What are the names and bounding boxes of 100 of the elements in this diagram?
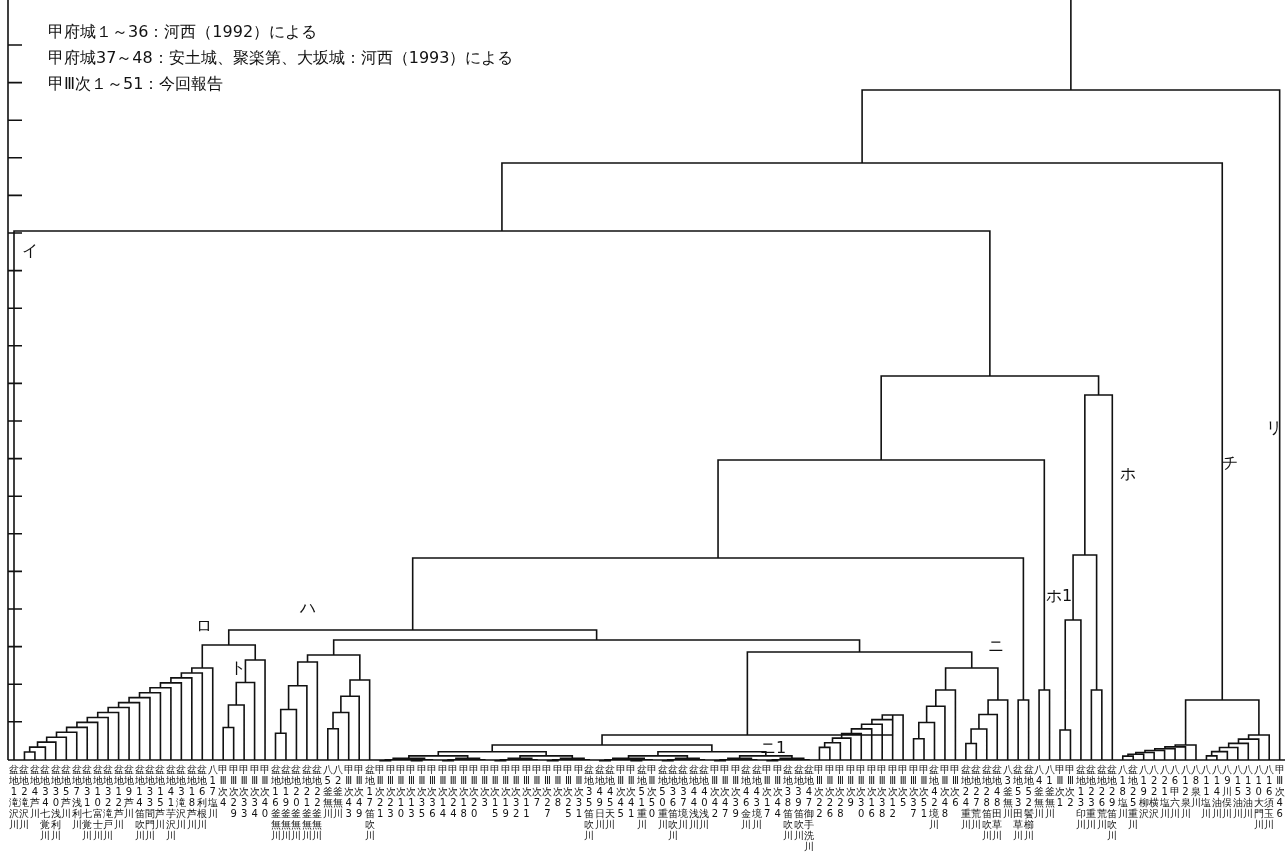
leaf-label: 甲Ⅲ次48	[939, 764, 950, 819]
leaf-label: 盆地15芦川	[155, 764, 166, 830]
cluster-label: ニ1	[760, 740, 787, 756]
leaf-label: 盆地36笛吹川	[667, 764, 678, 841]
leaf-label: 盆地37境川	[678, 764, 689, 830]
leaf-label: 八17塩川	[207, 764, 218, 819]
leaf-label: 盆地31七覚川	[82, 764, 93, 841]
leaf-label: 甲Ⅲ次34	[249, 764, 260, 819]
leaf-label: 八9川俣川	[1222, 764, 1233, 819]
leaf-label: 甲Ⅲ次45	[615, 764, 626, 819]
leaf-label: 甲Ⅲ次14	[437, 764, 448, 819]
leaf-label: 盆地28笛吹川	[981, 764, 992, 841]
leaf-label: 盆地22釜無川	[312, 764, 323, 841]
leaf-label: 甲Ⅲ次44	[772, 764, 783, 819]
leaf-label: 甲Ⅲ次15	[490, 764, 501, 819]
leaf-label: 盆地35笛吹川	[584, 764, 595, 841]
leaf-label: 八3釜無川	[1002, 764, 1013, 819]
leaf-label: 盆地38笛吹川	[783, 764, 794, 841]
leaf-label: 盆地51重川	[636, 764, 647, 830]
leaf-label: 甲Ⅲ次42	[709, 764, 720, 819]
leaf-label: 盆地4芦川	[29, 764, 40, 819]
leaf-label: 甲Ⅲ次50	[647, 764, 658, 819]
leaf-label: 甲Ⅲ次21	[375, 764, 386, 819]
leaf-label: 甲Ⅲ次9	[845, 764, 856, 808]
leaf-label: 甲Ⅲ次37	[908, 764, 919, 819]
leaf-label: 盆地9芦川	[124, 764, 135, 819]
cluster-label: ハ	[300, 600, 316, 616]
leaf-label: 盆地19釜無川	[280, 764, 291, 841]
leaf-label: 盆地13印川	[1075, 764, 1086, 830]
note-text: 甲府城１～36：河西（1992）による	[48, 22, 318, 42]
leaf-label: 盆地2滝沢川	[19, 764, 30, 830]
leaf-label: 盆地1滝沢川	[9, 764, 19, 830]
leaf-label: 盆地16釜無川	[270, 764, 281, 841]
leaf-label: 八2釜無川	[333, 764, 344, 819]
note-text: 甲府城37～48：安土城、聚楽第、大坂城：河西（1993）による	[48, 48, 514, 68]
leaf-label: 八11塩川	[1201, 764, 1212, 819]
leaf-label: 盆地5芦川	[61, 764, 72, 819]
leaf-label: 盆地52鬢櫛川	[1023, 764, 1034, 841]
leaf-label: 八15油川	[1232, 764, 1243, 819]
leaf-label: 盆地25重川	[1128, 764, 1139, 830]
leaf-label: 甲Ⅲ次40	[260, 764, 271, 819]
leaf-label: 甲Ⅲ次36	[427, 764, 438, 819]
leaf-label: 八21塩川	[1159, 764, 1170, 819]
leaf-label: 甲Ⅲ次25	[563, 764, 574, 819]
leaf-label: 盆地43境川	[751, 764, 762, 830]
leaf-label: 盆地39笛吹川	[793, 764, 804, 841]
leaf-label: 甲Ⅲ次23	[385, 764, 396, 819]
leaf-label: 盆地45天川	[605, 764, 616, 830]
leaf-label: 八5釜無川	[322, 764, 333, 819]
leaf-label: 盆地34七覚川	[40, 764, 51, 841]
cluster-label: ホ	[1120, 466, 1136, 482]
leaf-label: 盆地12芦川	[113, 764, 124, 830]
leaf-label: 八14油川	[1211, 764, 1222, 819]
leaf-label: 甲Ⅲ次20	[469, 764, 480, 819]
leaf-label: 甲Ⅲ次11	[521, 764, 532, 819]
leaf-label: 八19柳沢	[1138, 764, 1149, 819]
note-text: 甲Ⅲ次１～51：今回報告	[48, 74, 224, 94]
leaf-label: 盆地33間門川	[144, 764, 155, 841]
leaf-label: 盆地21釜無川	[301, 764, 312, 841]
cluster-label: ホ1	[1046, 588, 1073, 604]
leaf-label: 盆地29笛吹川	[1107, 764, 1118, 841]
leaf-label: 盆地23重川	[1086, 764, 1097, 830]
cluster-label: ト	[230, 660, 246, 676]
leaf-label: 盆地50重川	[657, 764, 668, 830]
leaf-label: 甲Ⅲ次4	[218, 764, 229, 808]
leaf-label: 甲Ⅲ次31	[573, 764, 584, 819]
cluster-label: ロ	[196, 618, 212, 634]
leaf-label: 甲Ⅲ次10	[396, 764, 406, 819]
leaf-label: 盆地18芦川	[186, 764, 197, 830]
leaf-label: 甲Ⅲ次27	[542, 764, 553, 819]
leaf-label: 甲Ⅲ次2	[1065, 764, 1076, 808]
leaf-label: 甲Ⅲ次26	[824, 764, 835, 819]
leaf-label: 盆地6利根川	[197, 764, 208, 830]
leaf-label: 甲Ⅲ次28	[835, 764, 846, 819]
leaf-label: 八8泉川	[1190, 764, 1201, 808]
leaf-label: 甲Ⅲ次13	[406, 764, 417, 819]
leaf-label: 甲Ⅲ次35	[416, 764, 427, 819]
leaf-label: 盆地30浅利川	[50, 764, 61, 841]
leaf-label: 甲Ⅲ次22	[814, 764, 825, 819]
leaf-label: 八10大門川	[1253, 764, 1264, 830]
leaf-label: 盆地42境川	[929, 764, 940, 830]
leaf-label: 盆地17笛吹川	[364, 764, 375, 841]
leaf-label: 甲Ⅲ次38	[877, 764, 888, 819]
leaf-label: 盆地53田草川	[1013, 764, 1024, 841]
leaf-label: 盆地3滝沢川	[176, 764, 187, 830]
leaf-label: 八4釜無川	[1034, 764, 1045, 819]
cluster-label: チ	[1222, 455, 1238, 471]
leaf-label: 八12泉川	[1180, 764, 1191, 819]
leaf-label: 盆地47御手洗川	[803, 764, 814, 852]
leaf-label: 盆地32滝戸川	[103, 764, 114, 841]
leaf-label: 甲Ⅲ次7	[532, 764, 542, 808]
leaf-label: 八16須玉川	[1264, 764, 1275, 830]
leaf-label: 八6甲六川	[1170, 764, 1181, 819]
leaf-label: 盆地41芋沢川	[165, 764, 176, 841]
leaf-label: 甲Ⅲ次51	[919, 764, 929, 819]
leaf-label: 甲Ⅲ次32	[511, 764, 522, 819]
leaf-label: 盆地48田草川	[992, 764, 1003, 841]
leaf-label: 盆地44浅川	[688, 764, 699, 830]
leaf-label: 甲Ⅲ次47	[720, 764, 731, 819]
leaf-label: 盆地40浅川	[699, 764, 710, 830]
